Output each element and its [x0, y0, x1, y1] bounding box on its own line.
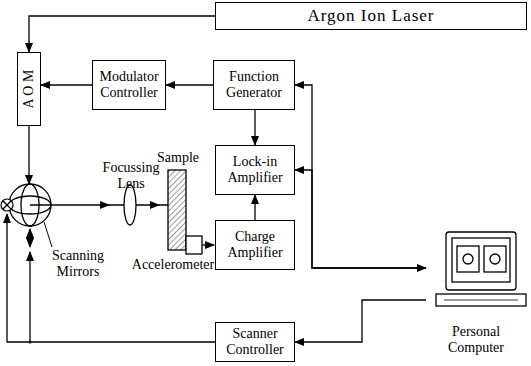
- box-text: Function Generator: [214, 69, 294, 101]
- box-text: A O M: [21, 67, 37, 112]
- process-box: Charge Amplifier: [215, 220, 295, 270]
- box-text: Scanner Controller: [216, 326, 294, 358]
- connector-arrow: [166, 84, 213, 85]
- connector-arrow: [295, 85, 426, 268]
- part-label: Focussing Lens: [95, 160, 167, 192]
- connector-arrow: [29, 16, 215, 52]
- beam-arrow: [150, 201, 160, 209]
- wire-junction: [29, 341, 32, 344]
- connector-arrow: [254, 195, 255, 220]
- process-box: Lock-in Amplifier: [215, 145, 295, 195]
- laser-box: Argon Ion Laser: [215, 2, 527, 30]
- computer-node: Personal Computer: [426, 228, 526, 356]
- connector-arrow: [41, 84, 92, 85]
- modulator-box: A O M: [17, 52, 41, 126]
- tilt-axis-symbol: [29, 229, 30, 247]
- process-box: Function Generator: [213, 60, 295, 110]
- sample-block: [168, 170, 186, 250]
- box-text: Modulator Controller: [93, 69, 165, 101]
- part-label: Sample: [152, 150, 204, 166]
- connector-arrow: [295, 170, 426, 268]
- scanner-wire: [29, 252, 30, 342]
- laser-beam: [30, 204, 168, 205]
- process-box: Scanner Controller: [215, 322, 295, 362]
- part-label: Scanning Mirrors: [42, 248, 114, 280]
- part-label: Accelerometer: [128, 257, 218, 273]
- computer-icon: [436, 232, 526, 306]
- box-text: Lock-in Amplifier: [216, 154, 294, 186]
- process-box: Modulator Controller: [92, 60, 166, 110]
- box-text: Personal Computer: [426, 324, 526, 356]
- accelerometer-body: [186, 236, 202, 254]
- signal-wire: [202, 244, 214, 245]
- box-text: Argon Ion Laser: [304, 6, 437, 26]
- laser-beam: [28, 126, 29, 184]
- leader-line: [44, 222, 52, 247]
- connector-arrow: [295, 300, 426, 342]
- rotation-axis-symbol: [1, 199, 13, 211]
- connector-arrow: [254, 110, 255, 145]
- beam-arrow: [100, 201, 110, 209]
- scanner-wire: [7, 214, 215, 342]
- box-text: Charge Amplifier: [216, 229, 294, 261]
